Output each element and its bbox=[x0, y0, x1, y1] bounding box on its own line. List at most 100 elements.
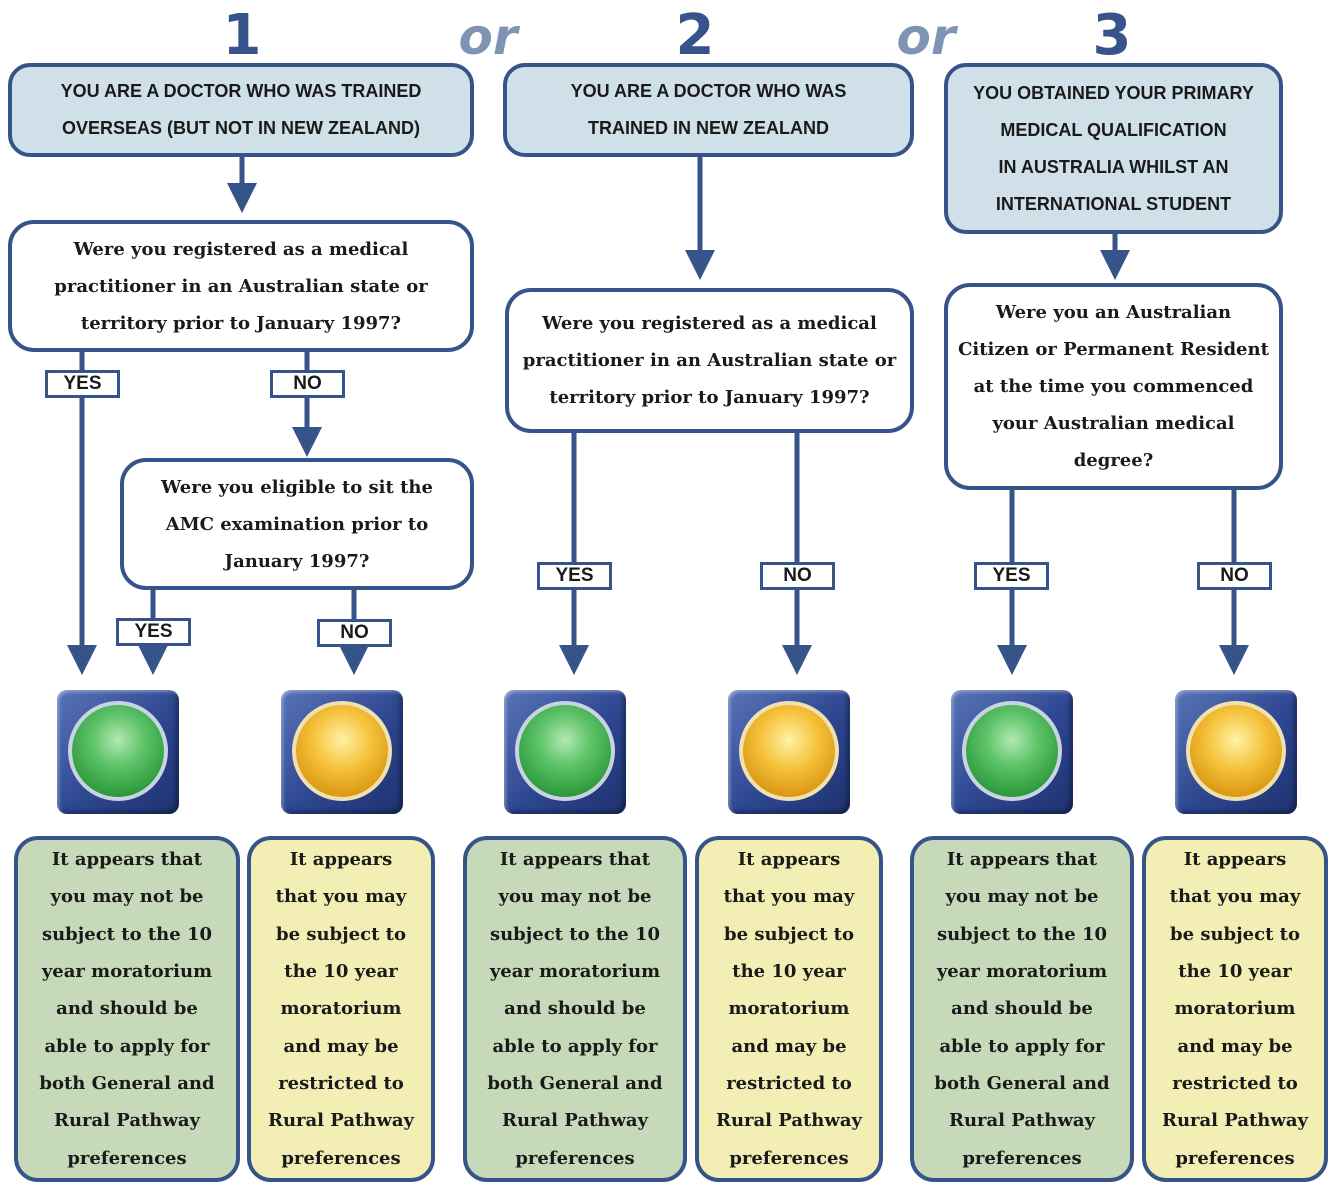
yes-label: YES bbox=[974, 562, 1049, 590]
question-line: your Australian medical bbox=[992, 413, 1235, 434]
option-number-1: 1 bbox=[222, 3, 262, 68]
result-line: It appears bbox=[289, 849, 393, 871]
result-box-subject: It appears that you may be subject to the 1… bbox=[247, 836, 435, 1182]
result-line: preferences bbox=[962, 1147, 1082, 1169]
result-line: preferences bbox=[281, 1147, 401, 1169]
result-line: both General and bbox=[934, 1072, 1110, 1094]
option-number-2: 2 bbox=[675, 3, 715, 68]
amber-traffic-light-icon bbox=[728, 690, 850, 814]
header-line: YOU ARE A DOCTOR WHO WAS bbox=[570, 81, 847, 101]
result-line: year moratorium bbox=[489, 961, 661, 983]
result-line: It appears that bbox=[51, 849, 203, 871]
header-line: TRAINED IN NEW ZEALAND bbox=[587, 118, 829, 138]
no-label: NO bbox=[760, 562, 835, 590]
result-line: and may be bbox=[731, 1035, 847, 1057]
result-line: both General and bbox=[487, 1072, 663, 1094]
question-line: AMC examination prior to bbox=[165, 513, 429, 535]
result-line: that you may bbox=[723, 886, 855, 908]
result-line: preferences bbox=[515, 1147, 635, 1169]
result-line: the 10 year bbox=[732, 961, 846, 983]
yes-label: YES bbox=[45, 370, 120, 398]
header-box-international-student: YOU OBTAINED YOUR PRIMARY MEDICAL QUALIFI… bbox=[944, 63, 1283, 234]
result-line: the 10 year bbox=[284, 961, 398, 983]
no-label: NO bbox=[317, 619, 392, 647]
result-line: the 10 year bbox=[1178, 961, 1292, 983]
or-separator-2: or bbox=[896, 8, 956, 66]
green-traffic-light-icon bbox=[57, 690, 179, 814]
result-line: restricted to bbox=[1172, 1072, 1298, 1094]
question-line: Were you eligible to sit the bbox=[161, 476, 433, 498]
result-line: subject to the 10 bbox=[41, 923, 213, 945]
question-line: January 1997? bbox=[224, 550, 370, 572]
result-line: subject to the 10 bbox=[936, 923, 1108, 945]
question-line: Were you an Australian bbox=[995, 302, 1232, 323]
result-line: year moratorium bbox=[41, 961, 213, 983]
result-line: subject to the 10 bbox=[489, 923, 661, 945]
result-line: and should be bbox=[951, 998, 1093, 1020]
result-line: able to apply for bbox=[939, 1035, 1105, 1057]
result-line: year moratorium bbox=[936, 961, 1108, 983]
result-line: moratorium bbox=[728, 998, 850, 1020]
question-line: degree? bbox=[1073, 450, 1154, 471]
result-text: It appears that you may be subject to the 1… bbox=[716, 841, 862, 1177]
or-separator-1: or bbox=[458, 8, 518, 66]
result-line: moratorium bbox=[280, 998, 402, 1020]
result-line: be subject to bbox=[1170, 923, 1300, 945]
result-box-subject: It appears that you may be subject to the 1… bbox=[695, 836, 883, 1182]
result-line: It appears bbox=[737, 849, 841, 871]
result-box-not-subject: It appears that you may not be subject to … bbox=[910, 836, 1134, 1182]
result-line: preferences bbox=[729, 1147, 849, 1169]
amber-traffic-light-icon bbox=[281, 690, 403, 814]
result-line: It appears bbox=[1183, 849, 1287, 871]
question-line: territory prior to January 1997? bbox=[80, 312, 402, 334]
result-text: It appears that you may not be subject to … bbox=[934, 841, 1109, 1177]
result-line: and should be bbox=[56, 998, 198, 1020]
result-line: preferences bbox=[67, 1147, 187, 1169]
result-box-not-subject: It appears that you may not be subject to … bbox=[14, 836, 240, 1182]
header-line: OVERSEAS (BUT NOT IN NEW ZEALAND) bbox=[61, 118, 420, 138]
result-line: It appears that bbox=[946, 849, 1098, 871]
result-line: preferences bbox=[1175, 1147, 1295, 1169]
yes-label: YES bbox=[116, 618, 191, 646]
header-line: YOU OBTAINED YOUR PRIMARY bbox=[973, 82, 1254, 103]
no-label: NO bbox=[270, 370, 345, 398]
result-line: Rural Pathway bbox=[1161, 1110, 1309, 1132]
result-line: restricted to bbox=[278, 1072, 404, 1094]
question-line: Were you registered as a medical bbox=[542, 313, 877, 334]
yes-label: YES bbox=[537, 562, 612, 590]
header-line: IN AUSTRALIA WHILST AN bbox=[998, 156, 1229, 177]
header-line: MEDICAL QUALIFICATION bbox=[1000, 119, 1227, 140]
question-box-registered-nz: Were you registered as a medical practiti… bbox=[505, 288, 914, 433]
result-line: you may not be bbox=[50, 886, 204, 908]
result-line: restricted to bbox=[726, 1072, 852, 1094]
header-line: INTERNATIONAL STUDENT bbox=[995, 193, 1232, 214]
question-line: practitioner in an Australian state or bbox=[522, 350, 897, 371]
result-line: Rural Pathway bbox=[501, 1110, 649, 1132]
header-box-new-zealand: YOU ARE A DOCTOR WHO WAS TRAINED IN NEW Z… bbox=[503, 63, 914, 157]
option-number-3: 3 bbox=[1092, 3, 1132, 68]
green-traffic-light-icon bbox=[951, 690, 1073, 814]
result-line: It appears that bbox=[499, 849, 651, 871]
question-line: territory prior to January 1997? bbox=[549, 387, 870, 408]
result-line: you may not be bbox=[945, 886, 1099, 908]
question-line: at the time you commenced bbox=[973, 376, 1254, 397]
result-text: It appears that you may not be subject to … bbox=[39, 841, 214, 1177]
result-line: Rural Pathway bbox=[948, 1110, 1096, 1132]
result-line: moratorium bbox=[1174, 998, 1296, 1020]
result-text: It appears that you may be subject to the 1… bbox=[268, 841, 414, 1177]
result-line: Rural Pathway bbox=[715, 1110, 863, 1132]
question-line: Citizen or Permanent Resident bbox=[958, 339, 1269, 360]
result-line: Rural Pathway bbox=[53, 1110, 201, 1132]
result-line: that you may bbox=[275, 886, 407, 908]
amber-traffic-light-icon bbox=[1175, 690, 1297, 814]
result-line: able to apply for bbox=[492, 1035, 658, 1057]
question-line: practitioner in an Australian state or bbox=[54, 275, 428, 297]
result-line: be subject to bbox=[276, 923, 406, 945]
result-line: be subject to bbox=[724, 923, 854, 945]
